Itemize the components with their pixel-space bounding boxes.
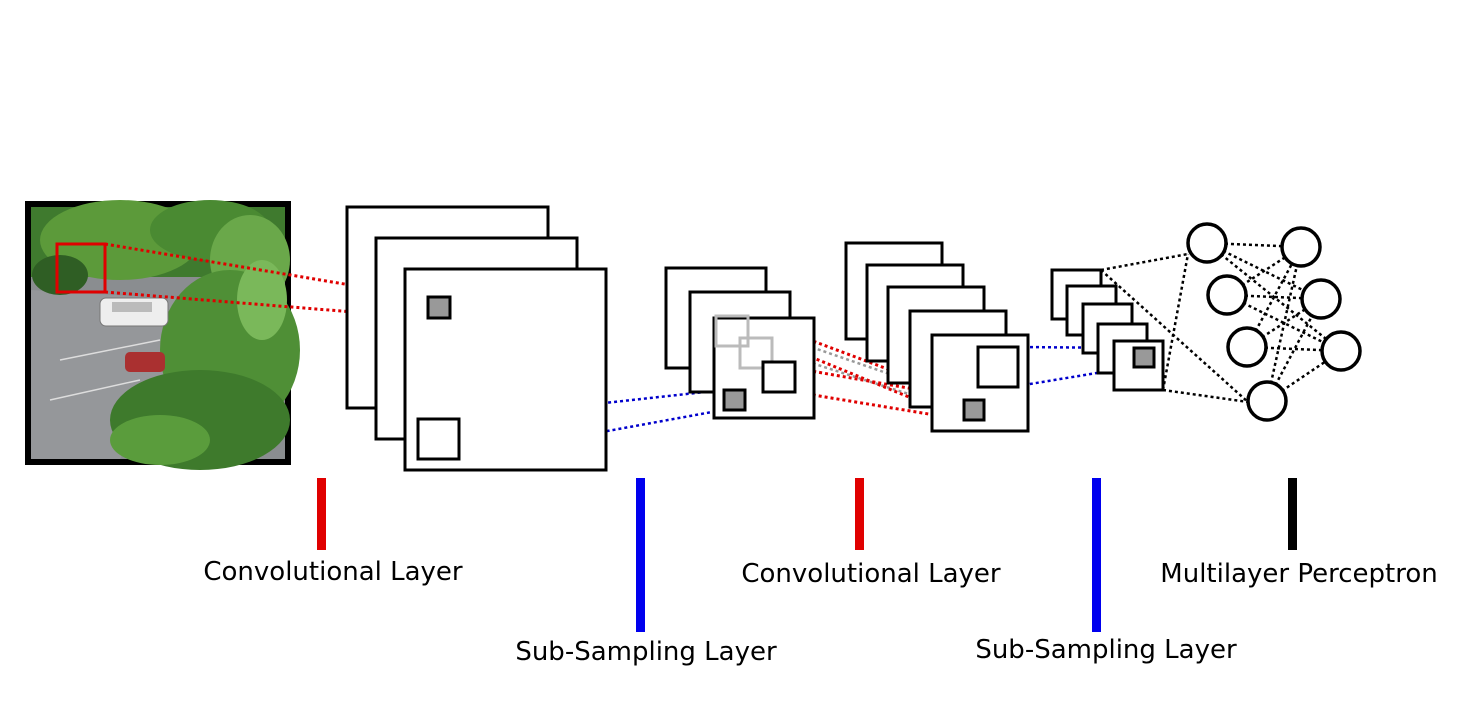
output-neuron: [1300, 278, 1342, 320]
stage-label-subsampling1: Sub-Sampling Layer: [515, 637, 777, 667]
conv2-marker: [855, 478, 864, 550]
stage-label-perceptron: Multilayer Perceptron: [1160, 559, 1437, 589]
input-image: [25, 200, 300, 470]
stage-labels: Convolutional Layer Sub-Sampling Layer C…: [203, 557, 1437, 667]
conv2-pooling-window: [976, 345, 1020, 389]
conv1-feature-maps: [345, 205, 608, 472]
output-neuron: [1280, 226, 1322, 268]
hidden-neuron: [1206, 274, 1248, 316]
subsampling2-feature-maps: [1050, 268, 1165, 392]
stage-label-conv1: Convolutional Layer: [203, 557, 463, 587]
subsampling2-marker: [1092, 478, 1101, 632]
stage-label-subsampling2: Sub-Sampling Layer: [975, 635, 1237, 665]
conv2-kernel-output: [962, 398, 986, 422]
subsampling1-feature-maps: [664, 266, 816, 420]
perceptron-marker: [1288, 478, 1297, 550]
subsampling1-marker: [636, 478, 645, 632]
hidden-neuron: [1226, 326, 1268, 368]
perceptron-neurons: [1186, 222, 1362, 422]
hidden-neuron: [1246, 380, 1288, 422]
subsampling1-conv-window: [761, 360, 797, 394]
conv1-kernel-output: [426, 295, 452, 320]
conv2-feature-maps: [844, 241, 1030, 433]
stage-markers: [317, 478, 1297, 632]
output-neuron: [1320, 330, 1362, 372]
subsampling1-unit: [722, 388, 747, 412]
stage-label-conv2: Convolutional Layer: [741, 559, 1001, 589]
subsampling2-unit: [1132, 346, 1156, 369]
conv1-pooling-window: [416, 417, 461, 461]
hidden-neuron: [1186, 222, 1228, 264]
conv1-marker: [317, 478, 326, 550]
